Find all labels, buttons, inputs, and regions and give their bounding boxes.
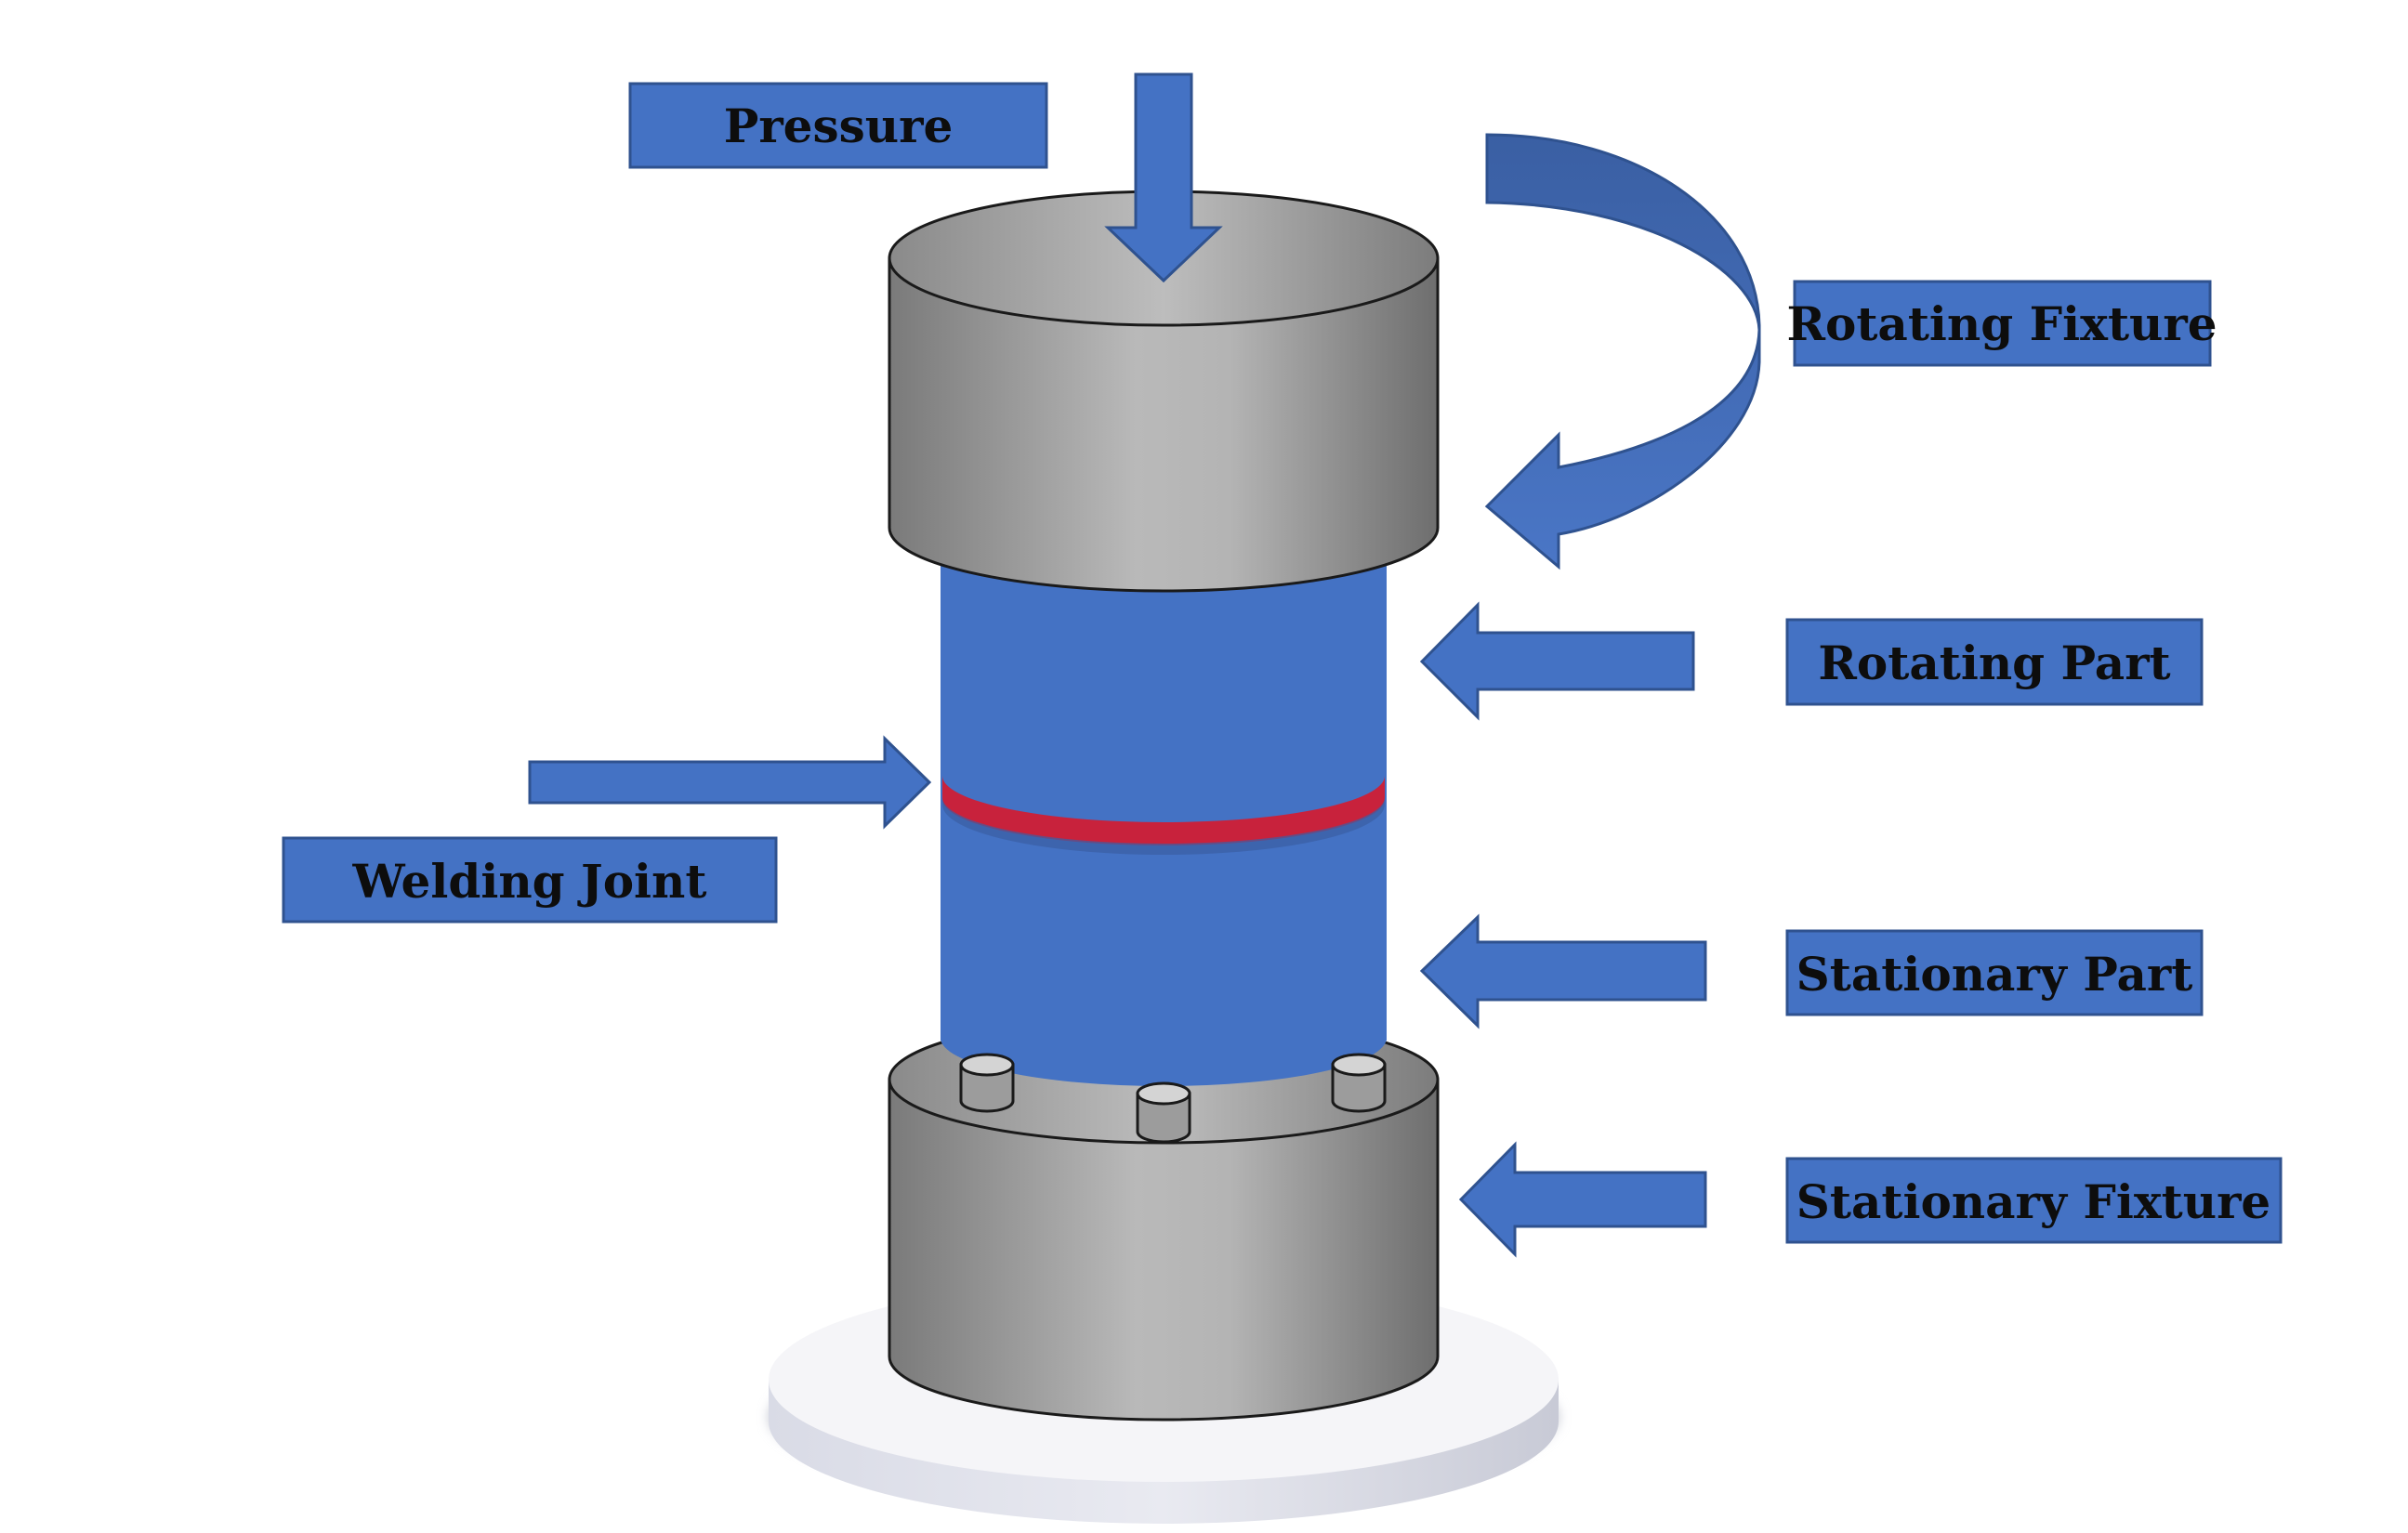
label-pressure-text: Pressure bbox=[724, 98, 954, 153]
workpiece-cylinder bbox=[941, 539, 1387, 1041]
label-stationary-fixture-text: Stationary Fixture bbox=[1796, 1174, 2271, 1229]
welding-joint-ring bbox=[942, 776, 1385, 845]
welding-joint-arrow bbox=[528, 735, 932, 830]
label-stationary-fixture: Stationary Fixture bbox=[1785, 1157, 2283, 1244]
stationary-fixture-arrow bbox=[1458, 1141, 1707, 1258]
fixture-pin bbox=[1331, 1053, 1387, 1113]
welding-joint-shadow bbox=[942, 797, 1385, 855]
stationary-part-arrow bbox=[1419, 913, 1707, 1029]
fixture-pin bbox=[1136, 1081, 1191, 1144]
label-rotating-part: Rotating Part bbox=[1785, 618, 2204, 706]
label-rotating-fixture: Rotating Fixture bbox=[1786, 280, 2217, 367]
label-rotating-part-text: Rotating Part bbox=[1818, 635, 2170, 690]
rotating-part-arrow bbox=[1419, 601, 1695, 721]
label-welding-joint-text: Welding Joint bbox=[351, 854, 706, 909]
label-welding-joint: Welding Joint bbox=[282, 836, 778, 924]
label-pressure: Pressure bbox=[628, 82, 1048, 169]
label-stationary-part: Stationary Part bbox=[1785, 929, 2204, 1016]
pressure-arrow bbox=[1104, 72, 1223, 283]
rotation-arrow bbox=[1484, 133, 1761, 570]
label-stationary-part-text: Stationary Part bbox=[1796, 947, 2193, 1002]
label-rotating-fixture-text: Rotating Fixture bbox=[1786, 296, 2217, 351]
fixture-pin bbox=[959, 1053, 1015, 1113]
